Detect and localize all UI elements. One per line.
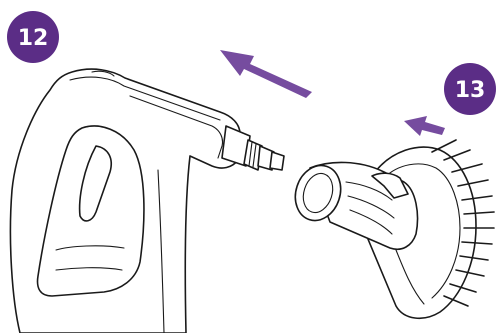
step-13-number: 13: [455, 78, 486, 103]
large-direction-arrow-icon: [220, 50, 312, 98]
step-12-number: 12: [18, 26, 49, 51]
brush-attachment-icon: [288, 140, 494, 318]
small-direction-arrow-icon: [404, 116, 445, 136]
step-13-badge: 13: [444, 63, 496, 115]
steam-cleaner-handle-icon: [10, 69, 240, 333]
step-12-badge: 12: [7, 11, 59, 63]
